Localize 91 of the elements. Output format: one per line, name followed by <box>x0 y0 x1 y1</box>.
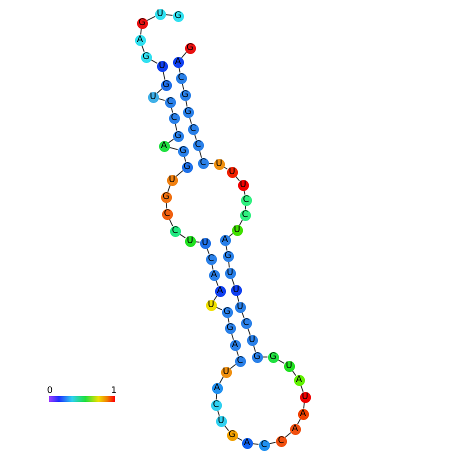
nucleotide-circle: C <box>192 140 204 150</box>
nucleotide-circle: G <box>182 162 192 172</box>
backbone-line <box>303 402 305 410</box>
nucleotide-circle: G <box>184 42 196 54</box>
nucleotide-circle: A <box>212 382 222 394</box>
backbone-line <box>166 202 168 209</box>
nucleotide-circle: A <box>158 140 170 152</box>
nucleotide-circle: U <box>184 236 196 246</box>
nucleotide-circle: G <box>180 90 190 100</box>
nucleotide-circle: U <box>234 302 246 312</box>
backbone-line <box>146 16 156 22</box>
nucleotide-circle: C <box>258 440 270 450</box>
nucleotide-circle: G <box>160 192 172 202</box>
nucleotide-circle: U <box>166 174 178 186</box>
nucleotide-circle: C <box>164 96 176 108</box>
nucleotide-circle: C <box>176 72 186 84</box>
nucleotide-circle: G <box>172 10 184 22</box>
nucleotide-circle: C <box>168 112 180 124</box>
nucleotide-circle: C <box>162 208 172 220</box>
nucleotide-circle: C <box>198 158 208 168</box>
nucleotide-circle: A <box>208 270 220 280</box>
backbone-line <box>219 376 224 384</box>
nucleotide-circle: A <box>172 56 184 68</box>
nucleotide-circle: A <box>294 374 304 386</box>
nucleotide-circle: C <box>206 254 216 264</box>
nucleotide-circle: C <box>188 124 198 134</box>
nucleotide-circle: G <box>224 322 236 334</box>
nucleotide-circle: U <box>200 238 210 248</box>
nucleotide-circle: U <box>206 300 216 310</box>
nucleotide-circle: C <box>210 400 222 410</box>
nucleotide-circle: A <box>242 438 252 448</box>
backbone-line <box>140 28 142 36</box>
backbone-line <box>228 260 230 268</box>
nucleotide-circle: U <box>156 60 168 72</box>
nucleotide-circle: U <box>232 224 242 236</box>
nucleotide-circle: U <box>226 166 238 178</box>
nucleotide-circle: C <box>240 318 252 328</box>
nucleotide-circle: U <box>230 284 242 296</box>
nucleotide-circle: G <box>160 80 172 90</box>
nucleotide-circle: C <box>170 226 180 236</box>
scale-tick-label: 1 <box>111 386 117 396</box>
nucleotide-circle: U <box>216 416 226 426</box>
backbone-line <box>164 14 174 16</box>
nucleotide-circle: C <box>240 210 250 220</box>
backbone-line <box>231 278 235 286</box>
nucleotide-circle: G <box>178 146 188 156</box>
nucleotide-circle: G <box>182 106 194 118</box>
backbone-line <box>162 70 166 80</box>
nucleotide-circle: U <box>300 392 310 402</box>
nucleotide-circle: A <box>214 286 226 296</box>
nucleotide-circle: G <box>172 130 184 142</box>
backbone-line <box>141 44 145 52</box>
backbone-line <box>217 410 220 416</box>
nucleotide-circle: U <box>148 92 158 102</box>
backbone-line <box>179 234 186 238</box>
nucleotide-circle: A <box>230 340 240 350</box>
backbone-line <box>208 162 214 164</box>
backbone-line <box>167 184 171 192</box>
nucleotide-circle: G <box>268 352 278 362</box>
nucleotide-circle: A <box>298 408 308 420</box>
backbone-line <box>216 393 218 400</box>
backbone-line <box>168 138 174 144</box>
nucleotide-circle: U <box>220 366 232 378</box>
nucleotide-circle: C <box>234 356 246 366</box>
backbone-line <box>176 170 184 177</box>
nucleotide-circle: C <box>240 194 252 206</box>
backbone-line <box>252 443 260 445</box>
nucleotide-circle: G <box>222 306 232 318</box>
nucleotide-circle: G <box>140 52 152 62</box>
backbone-line <box>198 150 202 158</box>
backbone-line <box>194 134 197 140</box>
nucleotide-circle: A <box>220 234 230 246</box>
backbone-line <box>300 384 304 392</box>
nucleotide-circle: G <box>136 18 148 28</box>
nucleotide-circle: A <box>290 424 300 434</box>
scale-tick-label: 0 <box>47 386 53 396</box>
nucleotide-circle: C <box>276 436 286 446</box>
nucleotide-circle: U <box>224 268 236 278</box>
backbone-line <box>262 356 268 358</box>
backbone-line <box>156 88 162 94</box>
nucleotide-circle: U <box>214 158 224 170</box>
nucleotide-circle: A <box>134 34 146 46</box>
backbone-line <box>247 328 251 336</box>
backbone-line <box>236 350 239 356</box>
nucleotide-circle: U <box>246 334 258 346</box>
nucleotide-circle: G <box>252 352 262 362</box>
nucleotide-circle: U <box>238 180 248 190</box>
nucleotide-circle: U <box>154 8 166 20</box>
nucleotide-circle: G <box>222 250 234 262</box>
nucleotide-circle: G <box>226 430 238 440</box>
nucleotide-circle: U <box>284 360 294 372</box>
